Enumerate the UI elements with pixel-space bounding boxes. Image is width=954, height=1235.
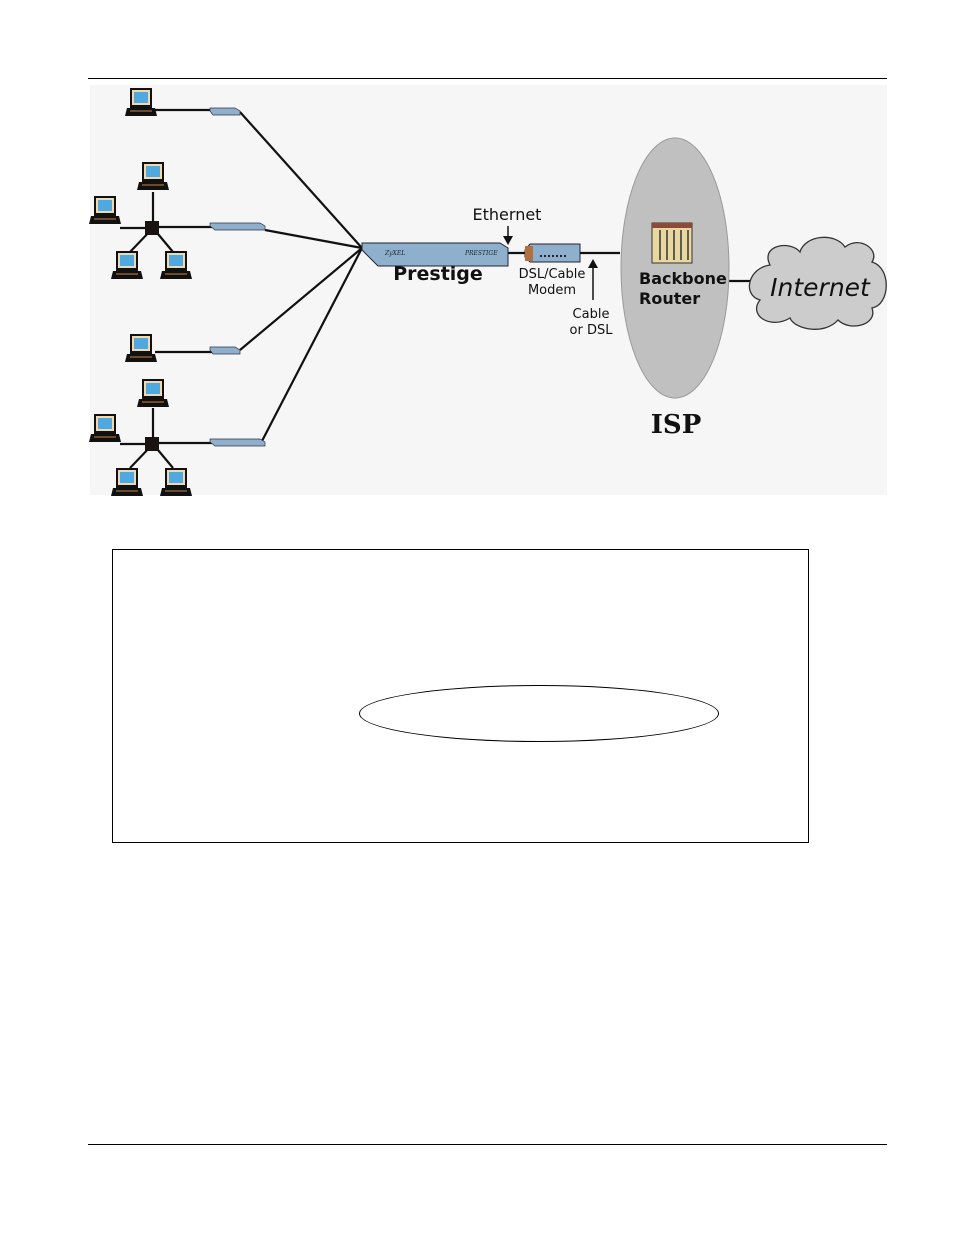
modem-label-2: Modem — [528, 283, 576, 298]
hub-icon — [209, 346, 241, 355]
switch-node — [145, 437, 159, 451]
modem-label: DSL/Cable — [519, 267, 586, 282]
isp-ellipse — [620, 137, 730, 399]
cable-label: Cable — [573, 307, 610, 322]
router-label: Router — [639, 289, 700, 308]
figure-box — [112, 549, 809, 843]
hub-icon — [209, 438, 266, 447]
backbone-label: Backbone — [639, 269, 727, 288]
switch-node — [145, 221, 159, 235]
hub-icon — [209, 222, 266, 231]
cable-label-2: or DSL — [570, 323, 614, 338]
network-diagram: ZyXEL PRESTIGE Ethernet Prestige DSL/Cab… — [89, 85, 887, 496]
internet-cloud — [748, 236, 887, 330]
oval-shape — [359, 685, 719, 742]
header-rule — [88, 78, 887, 79]
svg-text:ZyXEL: ZyXEL — [384, 250, 405, 257]
isp-label: ISP — [651, 410, 702, 440]
svg-text:PRESTIGE: PRESTIGE — [464, 250, 498, 257]
footer-rule — [88, 1144, 887, 1145]
ethernet-label: Ethernet — [473, 205, 542, 224]
internet-label: Internet — [770, 273, 871, 302]
backbone-router-icon — [651, 222, 693, 264]
prestige-label: Prestige — [393, 263, 483, 285]
hub-icon — [209, 107, 241, 116]
prestige-router-icon: ZyXEL PRESTIGE — [361, 242, 509, 267]
modem-icon — [524, 243, 581, 263]
